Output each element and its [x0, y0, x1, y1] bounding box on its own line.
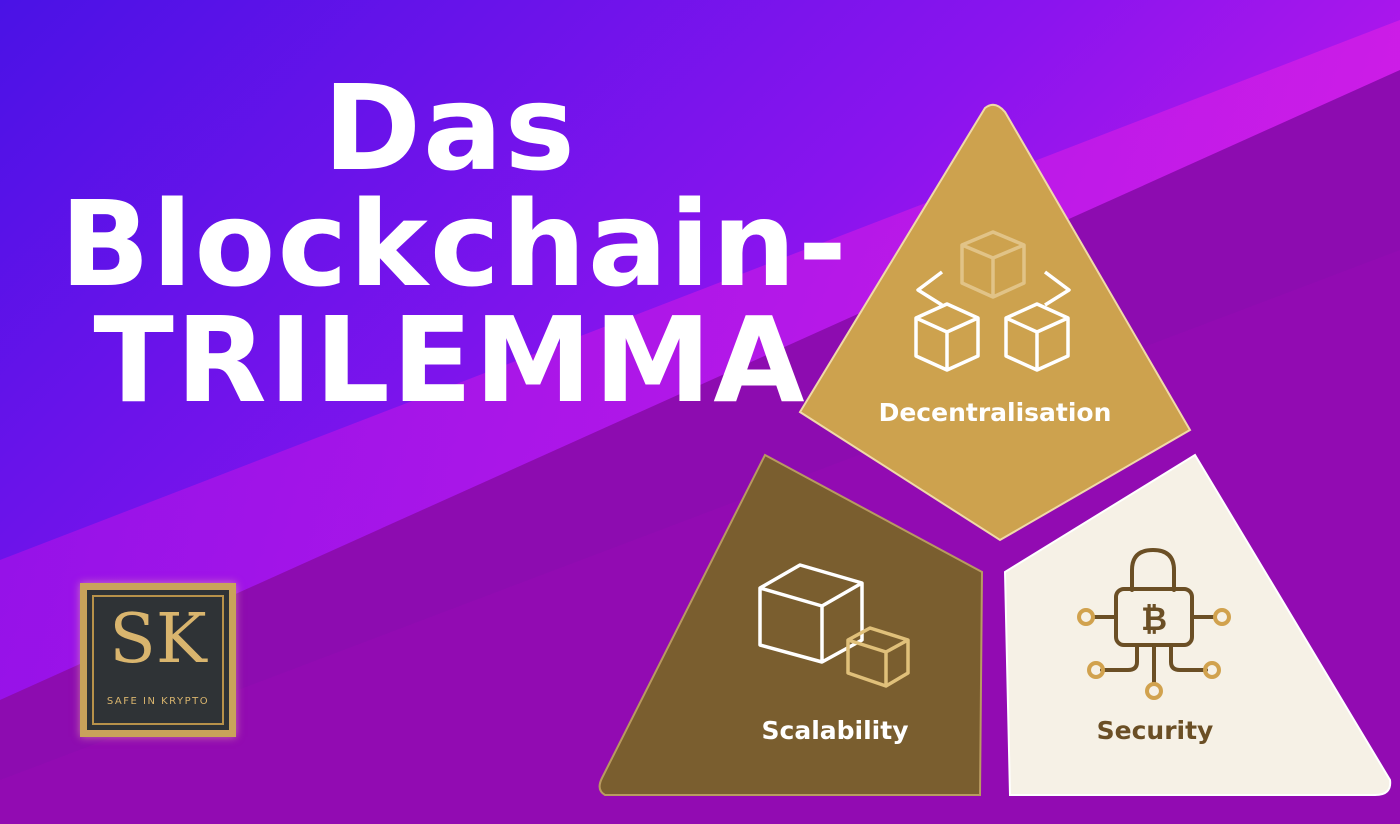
- svg-text:₿: ₿: [1141, 600, 1167, 638]
- title-line-1: Das: [323, 59, 577, 197]
- logo-inner-frame: [92, 595, 224, 725]
- title-line-3: TRILEMMA: [93, 291, 807, 429]
- decentralisation-segment: [798, 103, 1192, 542]
- page-title: Das Blockchain- TRILEMMA: [60, 59, 849, 429]
- security-label: Security: [1096, 716, 1214, 745]
- network-blocks-icon: [914, 230, 1071, 372]
- logo-tagline: SAFE IN KRYPTO: [106, 696, 210, 707]
- security-segment: ₿: [1003, 453, 1392, 796]
- logo-monogram: SK: [109, 600, 207, 679]
- scalability-segment: [598, 453, 984, 796]
- title-line-2: Blockchain-: [60, 175, 849, 313]
- scalability-label: Scalability: [761, 716, 909, 745]
- bitcoin-lock-icon: ₿: [1077, 547, 1231, 700]
- cubes-icon: [758, 563, 910, 688]
- safe-in-krypto-logo: SK SAFE IN KRYPTO: [80, 583, 236, 737]
- decentralisation-label: Decentralisation: [878, 398, 1112, 427]
